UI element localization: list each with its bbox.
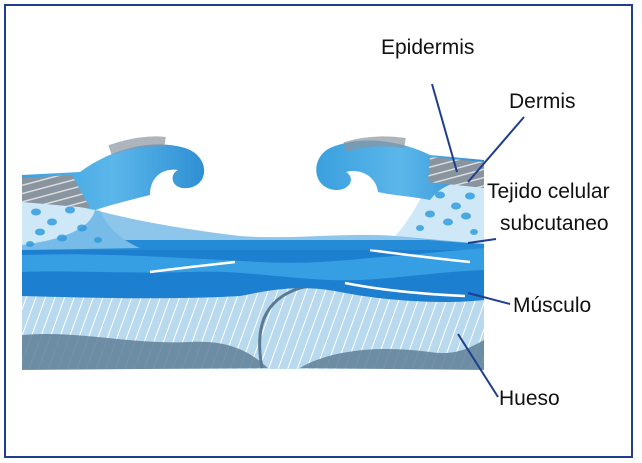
label-hueso: Hueso — [499, 387, 560, 411]
tissue-block — [22, 141, 484, 370]
leader-dermis — [468, 117, 524, 182]
dermis-band-right — [345, 141, 405, 147]
label-epidermis: Epidermis — [381, 36, 474, 60]
label-musculo: Músculo — [513, 294, 591, 318]
label-tejido-line1: Tejido celular — [487, 180, 610, 204]
label-dermis: Dermis — [509, 90, 576, 114]
label-tejido-line2: subcutaneo — [500, 212, 609, 236]
